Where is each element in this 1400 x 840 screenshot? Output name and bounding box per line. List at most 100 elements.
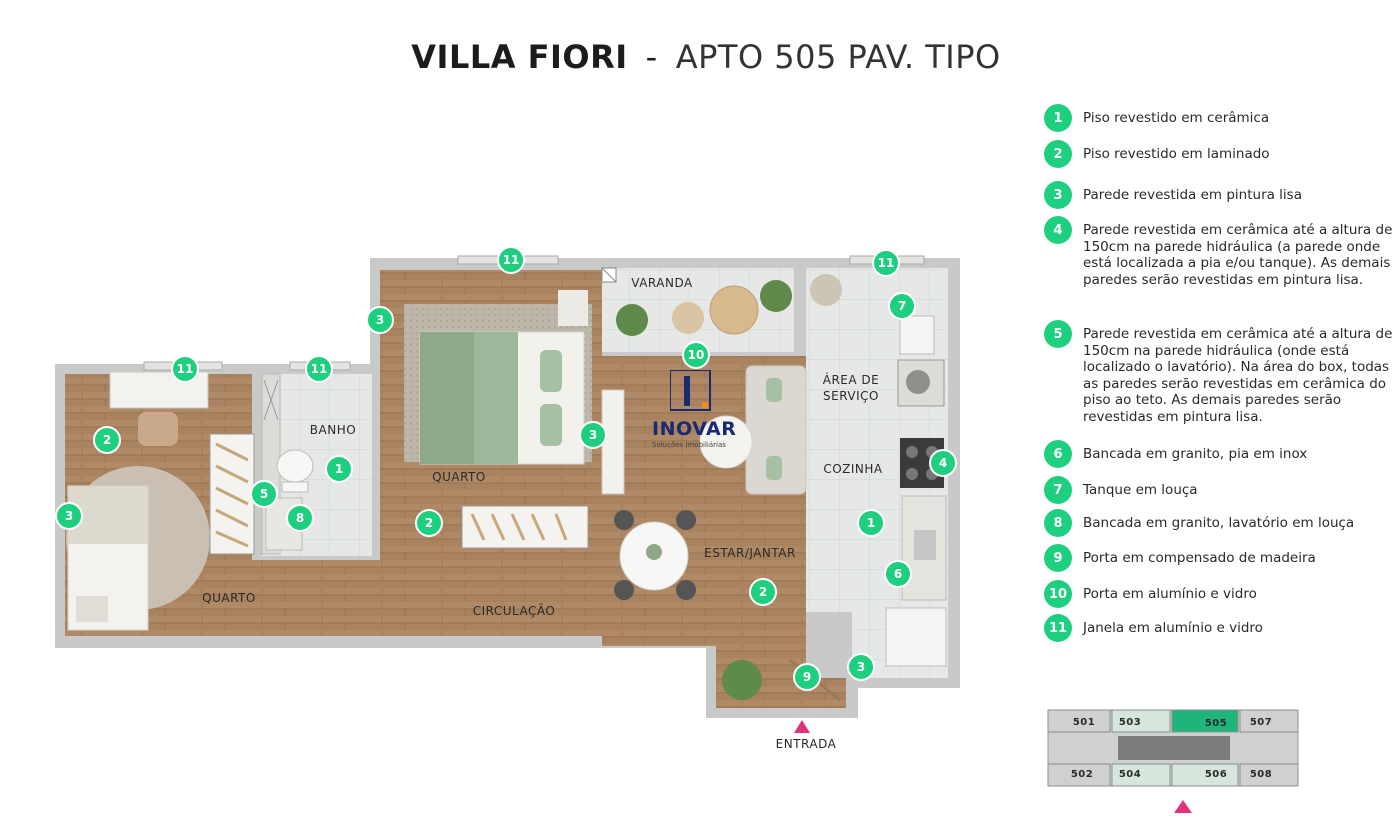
legend-badge: 11	[1044, 614, 1072, 642]
legend-badge: 4	[1044, 216, 1072, 244]
legend-text: Parede revestida em pintura lisa	[1083, 187, 1302, 203]
svg-text:8: 8	[296, 511, 304, 525]
marker-11-b: 11	[305, 355, 333, 383]
legend-badge: 2	[1044, 140, 1072, 168]
legend-badge: 5	[1044, 320, 1072, 348]
label-entrada: ENTRADA	[775, 737, 837, 751]
page-title: VILLA FIORI-APTO 505 PAV. TIPO	[0, 38, 1400, 76]
svg-text:11: 11	[311, 362, 328, 376]
fridge	[885, 607, 947, 667]
marker-3-b: 3	[55, 502, 83, 530]
legend-badge: 6	[1044, 440, 1072, 468]
logo-subtitle: Soluções Imobiliárias	[652, 441, 726, 449]
label-area-servico-1: ÁREA DE	[823, 372, 879, 387]
entrance-marker	[794, 720, 810, 733]
marker-11-a: 11	[171, 355, 199, 383]
label-banho: BANHO	[310, 423, 356, 437]
svg-text:3: 3	[589, 428, 597, 442]
svg-text:5: 5	[260, 487, 268, 501]
title-unit: APTO 505 PAV. TIPO	[675, 38, 1001, 76]
legend-text: Piso revestido em laminado	[1083, 146, 1270, 162]
washing-machine	[897, 359, 945, 407]
title-project: VILLA FIORI	[411, 38, 628, 76]
legend-text: Porta em alumínio e vidro	[1083, 586, 1257, 602]
label-circulacao: CIRCULAÇÃO	[473, 603, 556, 618]
wardrobe-bedroom-2	[461, 505, 589, 549]
marker-7: 7	[888, 292, 916, 320]
key-plan-508: 508	[1250, 769, 1272, 780]
key-plan-503: 503	[1119, 717, 1141, 728]
plan-markers: 11 11 11 11 3 3 3 3 2 2 2 1 1 5 8 10 7 4…	[55, 246, 957, 691]
legend-badge: 9	[1044, 544, 1072, 572]
marker-8: 8	[286, 504, 314, 532]
svg-text:3: 3	[376, 313, 384, 327]
legend-badge: 8	[1044, 509, 1072, 537]
key-plan-504: 504	[1119, 769, 1141, 780]
marker-2-b: 2	[415, 509, 443, 537]
svg-text:3: 3	[857, 660, 865, 674]
label-quarto-2: QUARTO	[432, 470, 486, 484]
svg-text:2: 2	[103, 433, 111, 447]
legend-text: Bancada em granito, lavatório em louça	[1083, 515, 1355, 531]
logo-name: INOVAR	[652, 418, 737, 440]
svg-text:11: 11	[503, 253, 520, 267]
key-plan-506: 506	[1205, 769, 1227, 780]
legend-text: Porta em compensado de madeira	[1083, 550, 1316, 566]
svg-text:3: 3	[65, 509, 73, 523]
balcony-chair	[709, 285, 759, 335]
marker-3-d: 3	[847, 653, 875, 681]
legend-badge: 1	[1044, 104, 1072, 132]
key-plan-entrance-marker	[1174, 800, 1192, 813]
inovar-logo: INOVAR Soluções Imobiliárias	[648, 370, 738, 450]
key-plan-501: 501	[1073, 717, 1095, 728]
label-cozinha: COZINHA	[823, 462, 883, 476]
circulation-floor	[252, 560, 612, 636]
svg-text:9: 9	[803, 670, 811, 684]
legend-text: Parede revestida em cerâmica até a altur…	[1083, 326, 1393, 425]
svg-text:4: 4	[939, 456, 947, 470]
marker-4: 4	[929, 449, 957, 477]
key-plan-507: 507	[1250, 717, 1272, 728]
svg-text:1: 1	[867, 516, 875, 530]
marker-11-c: 11	[497, 246, 525, 274]
svg-text:7: 7	[898, 299, 906, 313]
legend-badge: 10	[1044, 580, 1072, 608]
label-area-servico-2: SERVIÇO	[823, 389, 879, 403]
legend-text: Parede revestida em cerâmica até a altur…	[1083, 222, 1393, 288]
legend-text: Piso revestido em cerâmica	[1083, 110, 1270, 126]
marker-2-c: 2	[749, 578, 777, 606]
legend-badge: 7	[1044, 476, 1072, 504]
legend-text: Tanque em louça	[1083, 482, 1198, 498]
marker-1-a: 1	[325, 455, 353, 483]
svg-text:2: 2	[425, 516, 433, 530]
tv-rack	[601, 389, 625, 495]
marker-10: 10	[682, 341, 710, 369]
marker-3-c: 3	[579, 421, 607, 449]
label-varanda: VARANDA	[631, 276, 693, 290]
toilet	[276, 449, 314, 483]
svg-text:11: 11	[878, 256, 895, 270]
svg-text:2: 2	[759, 585, 767, 599]
svg-text:10: 10	[688, 348, 705, 362]
key-plan-unit-505	[1171, 709, 1239, 733]
marker-5: 5	[250, 480, 278, 508]
label-estar-jantar: ESTAR/JANTAR	[704, 546, 796, 560]
logo-mark-icon	[670, 370, 711, 411]
marker-2-a: 2	[93, 426, 121, 454]
svg-text:1: 1	[335, 462, 343, 476]
laundry-sink	[899, 315, 935, 355]
legend-badge: 3	[1044, 181, 1072, 209]
label-quarto-1: QUARTO	[202, 591, 256, 605]
svg-text:11: 11	[177, 362, 194, 376]
key-plan: 501 503 505 507 502 504 506 508	[1047, 709, 1299, 813]
svg-text:6: 6	[894, 567, 902, 581]
key-plan-502: 502	[1071, 769, 1093, 780]
coffee-table	[699, 415, 753, 469]
title-separator: -	[645, 38, 658, 76]
marker-1-b: 1	[857, 509, 885, 537]
legend-text: Bancada em granito, pia em inox	[1083, 446, 1308, 462]
legend-text: Janela em alumínio e vidro	[1083, 620, 1263, 636]
marker-11-d: 11	[872, 249, 900, 277]
marker-6: 6	[884, 560, 912, 588]
